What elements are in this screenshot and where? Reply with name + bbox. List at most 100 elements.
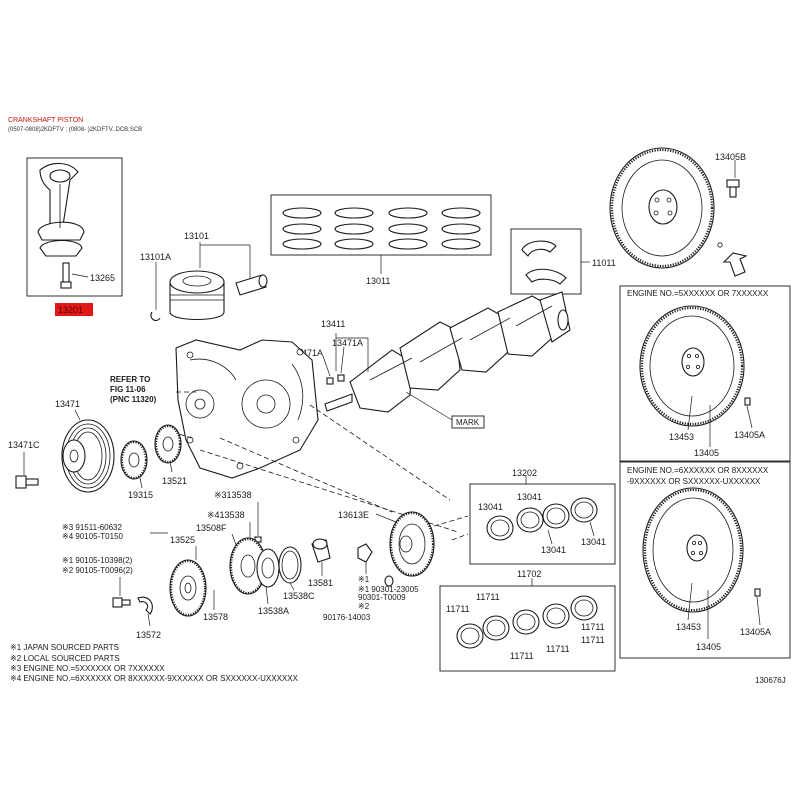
part-label-11711-5[interactable]: 11711 [581,635,605,645]
part-label-13471a-right[interactable]: 13471A [332,338,363,348]
piston-illustration [169,270,225,320]
refer-note-line2: FIG 11-06 [110,385,146,394]
part-label-13453-b[interactable]: 13453 [676,622,701,632]
flywheel-top-illustration [609,147,715,269]
main-bearing-box [439,585,616,672]
part-label-11711-4[interactable]: 11711 [546,644,570,654]
bolt-note-90105-t0096: ※2 90105-T0096(2) [62,566,133,575]
part-label-13405-a[interactable]: 13405 [694,448,719,458]
snap-ring-illustration [150,311,161,321]
piston-rings-illustration [282,207,481,250]
part-label-13405b[interactable]: 13405B [715,152,746,162]
part-label-11711-3[interactable]: 11711 [510,651,534,661]
pulley-bolt-illustration [15,475,39,489]
sub-gear-illustration [229,537,267,595]
part-label-13265[interactable]: 13265 [90,273,115,283]
engine-note-2b: -9XXXXXX OR SXXXXXX-UXXXXXX [627,477,761,486]
part-label-13405a-b[interactable]: 13405A [740,627,771,637]
refer-note-line3: (PNC 11320) [110,395,157,404]
mark-label-box [451,415,485,429]
crank-pulley-illustration [61,419,115,493]
part-label-13041-2[interactable]: 13041 [517,492,542,502]
piston-pin-illustration [235,274,268,296]
part-label-13411[interactable]: 13411 [321,319,345,329]
part-label-13471c[interactable]: 13471C [8,440,40,450]
engine-note-1: ENGINE NO.=5XXXXXX OR 7XXXXXX [627,289,769,298]
part-label-11711-6[interactable]: 11711 [581,622,605,632]
part-label-13538a[interactable]: 13538A [258,606,289,616]
part-label-13405a-a[interactable]: 13405A [734,430,765,440]
bolt-note-90105-t0150: ※4 90105-T0150 [62,532,124,541]
legend-item-1: ※1 JAPAN SOURCED PARTS [10,643,119,652]
part-label-13011[interactable]: 13011 [366,276,390,286]
thrust-washer-illustration [521,240,567,285]
dowel-pin-illustration [754,588,761,597]
legend-item-3: ※3 ENGINE NO.=5XXXXXX OR 7XXXXXX [10,664,165,673]
snap-ring-illustration [137,596,153,615]
flywheel-bolt-illustration [726,179,740,198]
idler-shaft-illustration [311,538,331,563]
part-label-13525[interactable]: 13525 [170,535,195,545]
legend-item-4: ※4 ENGINE NO.=6XXXXXX OR 8XXXXXX-9XXXXXX… [10,674,299,683]
crank-key-illustration [326,374,345,385]
flywheel-variant-2-illustration [642,487,744,613]
part-label-13578[interactable]: 13578 [203,612,228,622]
part-label-19315[interactable]: 19315 [128,490,153,500]
rod-bolt-illustration [60,262,72,289]
part-label-13538[interactable]: ※313538 [214,490,252,500]
part-label-13572[interactable]: 13572 [136,630,161,640]
idler-gear-illustration [169,559,207,617]
direction-arrow-icon [722,252,748,277]
connecting-rod-illustration [37,162,85,257]
part-label-13538c[interactable]: 13538C [283,591,315,601]
legend-item-2: ※2 LOCAL SOURCED PARTS [10,654,120,663]
assembly-guide-line [309,404,451,501]
part-highlight-13201 [55,303,93,316]
part-label-11711-2[interactable]: 11711 [476,592,500,602]
part-label-11711-1[interactable]: 11711 [446,604,470,614]
mount-note-star2: ※2 [358,602,370,611]
dowel-pin-illustration [717,242,723,248]
crankshaft-illustration [324,291,571,413]
bolt-note-91511: ※3 91511-60632 [62,523,122,532]
part-label-13613e[interactable]: 13613E [338,510,369,520]
part-label-13101a[interactable]: 13101A [140,252,171,262]
engine-note-2a: ENGINE NO.=6XXXXXX OR 8XXXXXX [627,466,769,475]
oil-seal-illustration [357,543,394,587]
mark-label: MARK [456,418,480,427]
legend: ※1 JAPAN SOURCED PARTS ※2 LOCAL SOURCED … [10,643,299,683]
figure-number: 130676J [755,676,786,685]
part-label-11702[interactable]: 11702 [517,569,541,579]
rod-bearings-illustration [486,497,598,541]
part-label-13202[interactable]: 13202 [512,468,537,478]
diagram-subtitle: (0507-0808)2KDFTV ; (0808- )2KDFTV..DCB,… [8,127,143,133]
assembly-guide-line [219,437,393,513]
idler-bolt-illustration [112,597,131,608]
part-label-11011[interactable]: 11011 [592,258,616,268]
part-label-13581[interactable]: 13581 [308,578,333,588]
part-label-13453-a[interactable]: 13453 [669,432,694,442]
part-label-13471a-left[interactable]: 13471A [292,348,323,358]
part-label-13041-4[interactable]: 13041 [581,537,606,547]
part-label-13201[interactable]: 13201 [58,305,83,315]
thrust-washer-box [510,228,582,295]
engine-variant-box-1 [619,285,791,462]
part-label-13041-3[interactable]: 13041 [541,545,566,555]
bolt-note-90301-23005: ※1 90301-23005 [358,585,419,594]
dowel-pin-illustration [744,397,751,406]
part-label-13101[interactable]: 13101 [184,231,209,241]
bolt-note-90301-t0009: 90301-T0009 [358,593,406,602]
balance-gear-illustration [154,424,182,464]
part-label-13041-1[interactable]: 13041 [478,502,503,512]
main-bearings-illustration [456,595,598,649]
connecting-rod-box [26,157,123,297]
diagram-title: CRANKSHAFT PISTON [8,117,84,124]
part-label-13471[interactable]: 13471 [55,399,80,409]
part-label-13521[interactable]: 13521 [162,476,187,486]
part-label-413538[interactable]: ※413538 [207,510,245,520]
flywheel-variant-1-illustration [639,305,745,427]
part-label-13405-b[interactable]: 13405 [696,642,721,652]
part-label-13508f[interactable]: 13508F [196,523,227,533]
part-label-90176[interactable]: 90176-14003 [323,613,371,622]
engine-block-cover-illustration [175,339,319,479]
